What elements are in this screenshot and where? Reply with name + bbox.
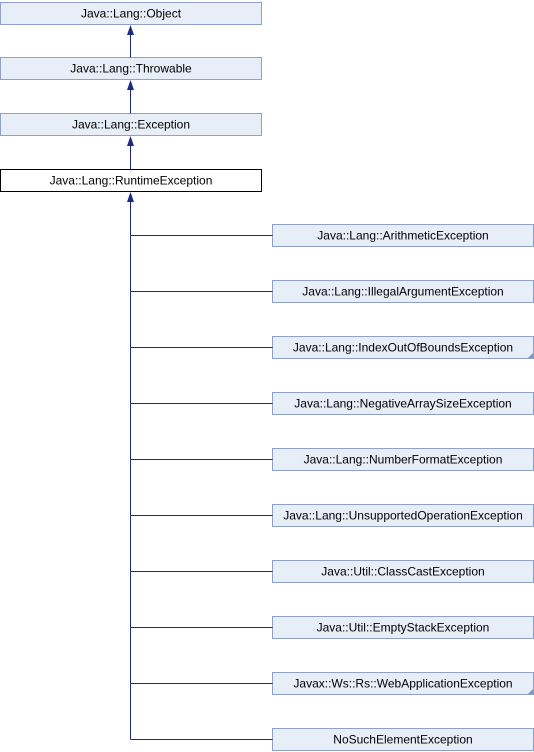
class-node-java-lang-exception[interactable]: Java::Lang::Exception — [0, 113, 262, 136]
class-node-java-lang-illegalargumentexception[interactable]: Java::Lang::IllegalArgumentException — [272, 280, 534, 303]
class-node-java-util-classcastexception[interactable]: Java::Util::ClassCastException — [272, 560, 534, 583]
class-node-label[interactable]: Java::Lang::Exception — [72, 118, 190, 132]
class-node-java-lang-unsupportedoperationexception[interactable]: Java::Lang::UnsupportedOperationExceptio… — [272, 504, 534, 527]
class-node-label[interactable]: Java::Lang::Object — [81, 7, 182, 21]
class-node-java-lang-numberformatexception[interactable]: Java::Lang::NumberFormatException — [272, 448, 534, 471]
class-node-nosuchelementexception[interactable]: NoSuchElementException — [272, 728, 534, 751]
class-node-label[interactable]: Java::Util::EmptyStackException — [317, 621, 490, 635]
folded-node-marker-icon — [527, 352, 534, 359]
class-node-label[interactable]: Javax::Ws::Rs::WebApplicationException — [293, 677, 512, 691]
class-node-java-lang-indexoutofboundsexception[interactable]: Java::Lang::IndexOutOfBoundsException — [272, 336, 534, 359]
class-node-label[interactable]: NoSuchElementException — [333, 733, 472, 747]
class-node-box[interactable] — [0, 2, 262, 25]
class-node-javax-ws-rs-webapplicationexception[interactable]: Javax::Ws::Rs::WebApplicationException — [272, 672, 534, 695]
class-node-label[interactable]: Java::Util::ClassCastException — [321, 565, 484, 579]
class-node-label[interactable]: Java::Lang::IllegalArgumentException — [302, 285, 503, 299]
class-node-java-lang-runtimeexception[interactable]: Java::Lang::RuntimeException — [0, 169, 262, 192]
class-node-java-lang-negativearraysizeexception[interactable]: Java::Lang::NegativeArraySizeException — [272, 392, 534, 415]
class-node-label[interactable]: Java::Lang::Throwable — [70, 62, 192, 76]
class-node-java-util-emptystackexception[interactable]: Java::Util::EmptyStackException — [272, 616, 534, 639]
inheritance-arrowhead — [127, 192, 134, 202]
class-node-label[interactable]: Java::Lang::IndexOutOfBoundsException — [293, 341, 513, 355]
class-node-label[interactable]: Java::Lang::NegativeArraySizeException — [294, 397, 511, 411]
class-node-java-lang-arithmeticexception[interactable]: Java::Lang::ArithmeticException — [272, 224, 534, 247]
class-node-java-lang-throwable[interactable]: Java::Lang::Throwable — [0, 57, 262, 80]
class-node-label[interactable]: Java::Lang::RuntimeException — [50, 174, 213, 188]
class-node-label[interactable]: Java::Lang::ArithmeticException — [317, 229, 488, 243]
class-node-java-lang-object[interactable]: Java::Lang::Object — [0, 2, 262, 25]
folded-node-marker-icon — [527, 688, 534, 695]
class-node-label[interactable]: Java::Lang::UnsupportedOperationExceptio… — [283, 509, 523, 523]
inheritance-arrowhead — [127, 136, 134, 146]
inheritance-arrowhead — [127, 80, 134, 90]
inheritance-arrowhead — [127, 25, 134, 35]
class-node-label[interactable]: Java::Lang::NumberFormatException — [304, 453, 503, 467]
